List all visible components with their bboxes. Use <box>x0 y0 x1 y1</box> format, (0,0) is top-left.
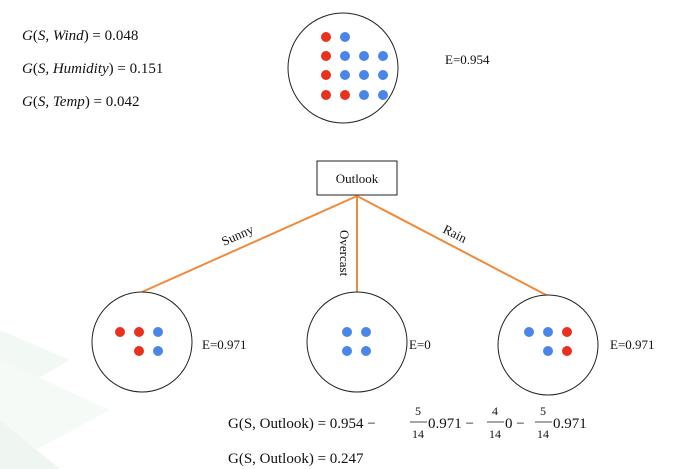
edge-sunny <box>141 195 358 293</box>
red-dot <box>562 346 572 356</box>
blue-dot <box>543 327 553 337</box>
blue-dot <box>378 51 388 61</box>
blue-dot <box>359 51 369 61</box>
root-dots <box>321 32 388 100</box>
formula-lhs: G(S, Outlook) = 0.954 − <box>228 416 376 432</box>
blue-dot <box>359 70 369 80</box>
entropy-sunny: E=0.971 <box>202 337 247 352</box>
blue-dot <box>340 51 350 61</box>
gain-temp: G(S, Temp) = 0.042 <box>22 94 140 110</box>
child-dots-sunny <box>115 327 163 356</box>
child-dots-rain <box>524 327 572 356</box>
blue-dot <box>153 327 163 337</box>
blue-dot <box>378 90 388 100</box>
entropy-rain: E=0.971 <box>610 337 655 352</box>
information-gain-formula: G(S, Outlook) = 0.954 − 5 14 0.971 − 4 1… <box>228 404 587 441</box>
blue-dot <box>342 327 352 337</box>
background-decoration <box>0 330 110 469</box>
fraction-2-numerator: 4 <box>492 404 498 418</box>
blue-dot <box>340 70 350 80</box>
child-node-sunny <box>91 291 193 393</box>
edge-label-overcast: Overcast <box>337 230 352 277</box>
formula-term-2: 0 − <box>505 416 525 432</box>
red-dot <box>562 327 572 337</box>
red-dot <box>321 32 331 42</box>
red-dot <box>321 90 331 100</box>
blue-dot <box>361 346 371 356</box>
blue-dot <box>153 346 163 356</box>
fraction-1-numerator: 5 <box>415 404 421 418</box>
formula-term-1: 0.971 − <box>428 416 474 432</box>
blue-dot <box>543 346 553 356</box>
fraction-3-denominator: 14 <box>537 427 549 441</box>
red-dot <box>340 90 350 100</box>
blue-dot <box>342 346 352 356</box>
red-dot <box>115 327 125 337</box>
red-dot <box>321 70 331 80</box>
blue-dot <box>524 327 534 337</box>
outlook-node <box>316 160 398 196</box>
child-node-rain <box>497 294 599 396</box>
red-dot <box>134 327 144 337</box>
blue-dot <box>378 70 388 80</box>
edge-rain <box>356 195 549 297</box>
outlook-node-label: Outlook <box>336 171 379 186</box>
root-entropy: E=0.954 <box>445 52 490 67</box>
blue-dot <box>340 32 350 42</box>
gain-wind: G(S, Wind) = 0.048 <box>22 28 138 44</box>
child-node-overcast <box>306 291 408 393</box>
child-dots-overcast <box>342 327 371 356</box>
fraction-3-numerator: 5 <box>540 404 546 418</box>
red-dot <box>321 51 331 61</box>
blue-dot <box>361 327 371 337</box>
blue-dot <box>359 90 369 100</box>
formula-term-3: 0.971 <box>553 416 587 432</box>
root-node <box>287 12 399 124</box>
fraction-1-denominator: 14 <box>412 427 424 441</box>
red-dot <box>134 346 144 356</box>
entropy-overcast: E=0 <box>409 337 431 352</box>
formula-result: G(S, Outlook) = 0.247 <box>228 451 364 467</box>
fraction-2-denominator: 14 <box>489 427 501 441</box>
gain-humidity: G(S, Humidity) = 0.151 <box>22 61 163 77</box>
